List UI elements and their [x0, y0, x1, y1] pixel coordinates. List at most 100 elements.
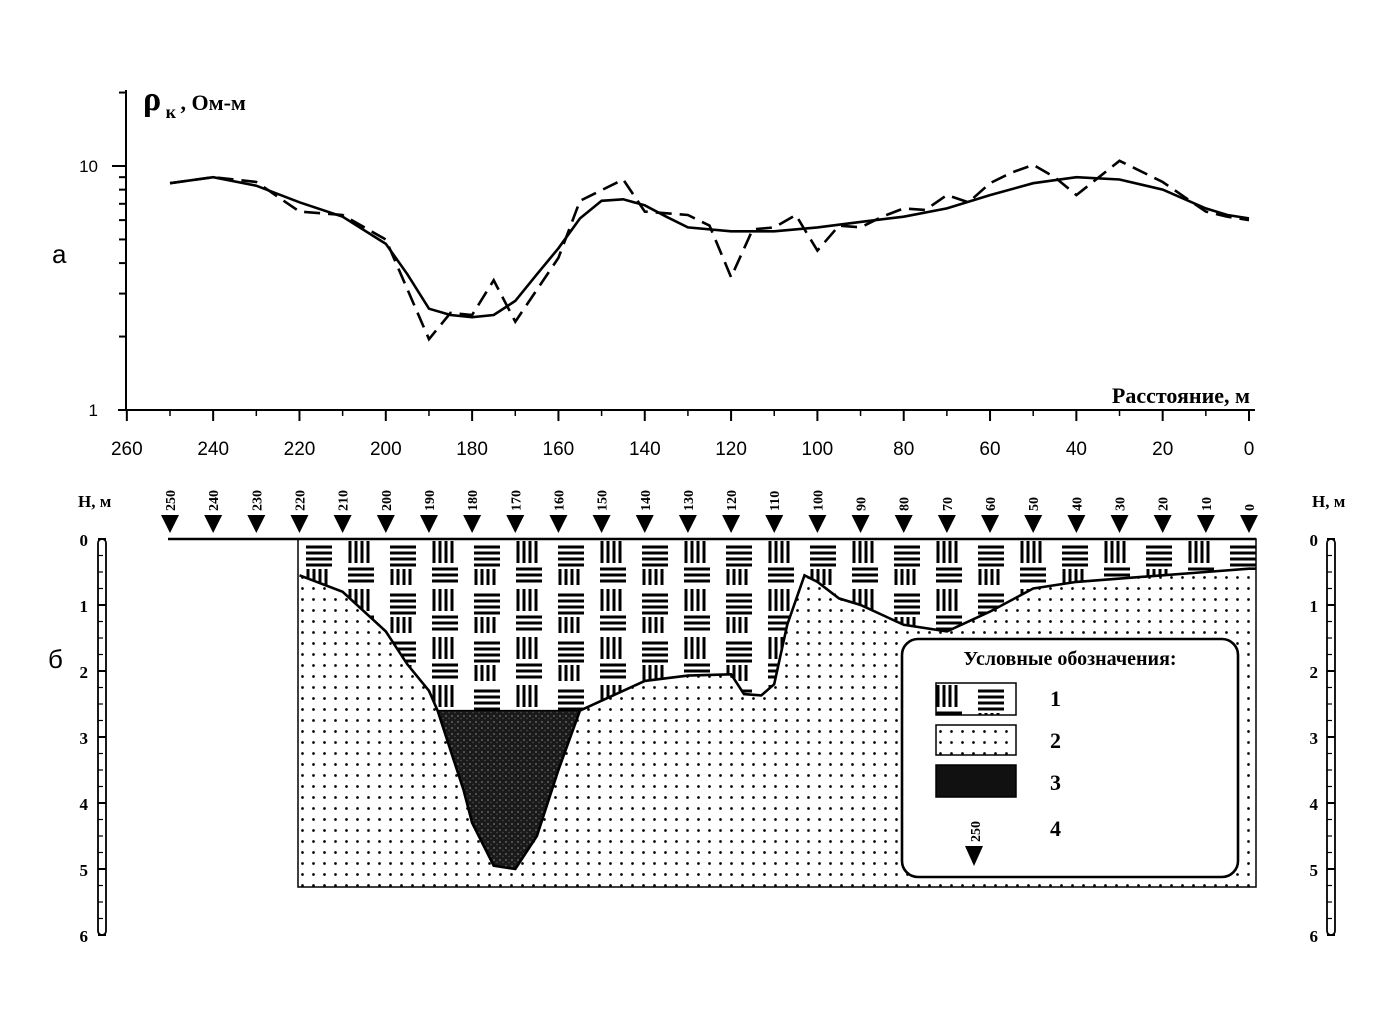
panel-a-ytick-10: 10 — [79, 157, 98, 176]
station-marker-triangle — [1153, 515, 1172, 533]
x-tick-label: 160 — [543, 439, 575, 460]
panel-a-x-ticks — [125, 410, 1250, 421]
station-label: 80 — [898, 497, 913, 511]
station-marker-triangle — [894, 515, 913, 533]
right-depth-axis-label: Н, м — [1312, 492, 1346, 511]
station-marker-triangle — [1196, 515, 1215, 533]
x-tick-label: 200 — [370, 439, 402, 460]
legend-num-1: 1 — [1050, 686, 1061, 711]
station-label: 30 — [1114, 497, 1129, 511]
x-tick-label: 140 — [629, 439, 661, 460]
station-marker-triangle — [937, 515, 956, 533]
station-label: 0 — [1243, 504, 1258, 511]
station-label: 200 — [380, 490, 395, 511]
series-line-solid — [169, 175, 1250, 319]
station-label: 60 — [984, 497, 999, 511]
left-depth-axis-label: Н, м — [78, 492, 112, 511]
station-label: 250 — [164, 490, 179, 511]
x-tick-label: 220 — [284, 439, 316, 460]
station-label: 230 — [250, 490, 265, 511]
right-depth-scale — [1326, 538, 1336, 936]
left-depth-tick-labels: 0 1 2 3 4 5 6 — [80, 531, 89, 946]
depth-tick-label: 1 — [80, 597, 89, 616]
panel-b: б Н, м Н, м 0 1 2 3 4 5 6 0 1 2 3 4 5 — [48, 490, 1346, 946]
series-line-dashed — [169, 159, 1250, 342]
panel-a-y-label-units: , Ом-м — [180, 90, 245, 115]
station-label: 160 — [552, 490, 567, 511]
depth-tick-label: 3 — [1310, 729, 1319, 748]
station-marker-triangle — [981, 515, 1000, 533]
station-label: 120 — [725, 490, 740, 511]
station-label: 70 — [941, 497, 956, 511]
x-tick-label: 120 — [715, 439, 747, 460]
panel-a-x-tick-labels: 260 240 220 200 180 160 140 120 100 80 6… — [111, 439, 1254, 460]
depth-tick-label: 4 — [1310, 795, 1319, 814]
depth-tick-label: 2 — [1310, 663, 1319, 682]
x-tick-label: 240 — [197, 439, 229, 460]
station-marker-triangle — [1067, 515, 1086, 533]
station-marker-triangle — [247, 515, 266, 533]
station-marker-triangle — [1024, 515, 1043, 533]
station-label: 20 — [1157, 497, 1172, 511]
station-label: 170 — [509, 490, 524, 511]
legend-swatch-1 — [935, 682, 1017, 716]
station-marker-triangle — [635, 515, 654, 533]
x-tick-label: 80 — [893, 439, 914, 460]
panel-b-label: б — [48, 644, 63, 674]
station-marker-triangle — [765, 515, 784, 533]
station-label: 140 — [639, 490, 654, 511]
panel-a-y-minor-ticks — [112, 91, 126, 338]
panel-a-y-label-rho: ρ — [143, 81, 161, 118]
panel-a: а 10 1 ρ к , Ом-м Расстояние, м 260 240 … — [52, 81, 1255, 460]
station-label: 110 — [768, 491, 783, 511]
station-marker-triangle — [592, 515, 611, 533]
station-marker-triangle — [290, 515, 309, 533]
left-depth-scale — [97, 538, 107, 936]
legend-title: Условные обозначения: — [963, 648, 1176, 670]
station-label: 210 — [337, 490, 352, 511]
legend-num-3: 3 — [1050, 770, 1061, 795]
panel-a-label: а — [52, 239, 67, 269]
x-tick-label: 0 — [1244, 439, 1255, 460]
station-label: 50 — [1027, 497, 1042, 511]
x-tick-label: 20 — [1152, 439, 1173, 460]
legend-box: Условные обозначения: 250 1 2 3 4 — [900, 637, 1240, 879]
depth-tick-label: 0 — [80, 531, 89, 550]
depth-tick-label: 0 — [1310, 531, 1319, 550]
station-label: 190 — [423, 490, 438, 511]
station-marker-triangle — [549, 515, 568, 533]
station-marker-triangle — [1240, 515, 1258, 533]
x-tick-label: 60 — [979, 439, 1000, 460]
station-label: 100 — [811, 490, 826, 511]
panel-a-ytick-1: 1 — [89, 401, 98, 420]
station-marker-triangle — [204, 515, 223, 533]
depth-tick-label: 5 — [80, 861, 89, 880]
station-label: 90 — [855, 497, 870, 511]
x-tick-label: 40 — [1066, 439, 1087, 460]
station-marker-triangle — [376, 515, 395, 533]
station-label: 150 — [596, 490, 611, 511]
depth-tick-label: 2 — [80, 663, 89, 682]
right-depth-tick-labels: 0 1 2 3 4 5 6 — [1310, 531, 1319, 946]
legend-marker-sample-label: 250 — [969, 821, 984, 842]
x-tick-label: 260 — [111, 439, 143, 460]
station-label: 130 — [682, 490, 697, 511]
station-marker-triangle — [161, 515, 179, 533]
x-tick-label: 100 — [802, 439, 834, 460]
panel-a-y-label-sub: к — [166, 102, 177, 122]
panel-a-y-label: ρ к , Ом-м — [143, 81, 246, 122]
panel-a-x-label: Расстояние, м — [1112, 383, 1250, 408]
station-marker-triangle — [1110, 515, 1129, 533]
legend-swatch-3 — [935, 764, 1017, 798]
depth-tick-label: 4 — [80, 795, 89, 814]
station-marker-triangle — [333, 515, 352, 533]
legend-station-marker-icon — [965, 846, 983, 866]
depth-tick-label: 6 — [80, 927, 89, 946]
station-label: 180 — [466, 490, 481, 511]
legend-swatch-2 — [935, 724, 1017, 756]
depth-tick-label: 6 — [1310, 927, 1319, 946]
station-marker-triangle — [463, 515, 482, 533]
station-label: 220 — [294, 490, 309, 511]
legend-frame — [900, 637, 1240, 879]
